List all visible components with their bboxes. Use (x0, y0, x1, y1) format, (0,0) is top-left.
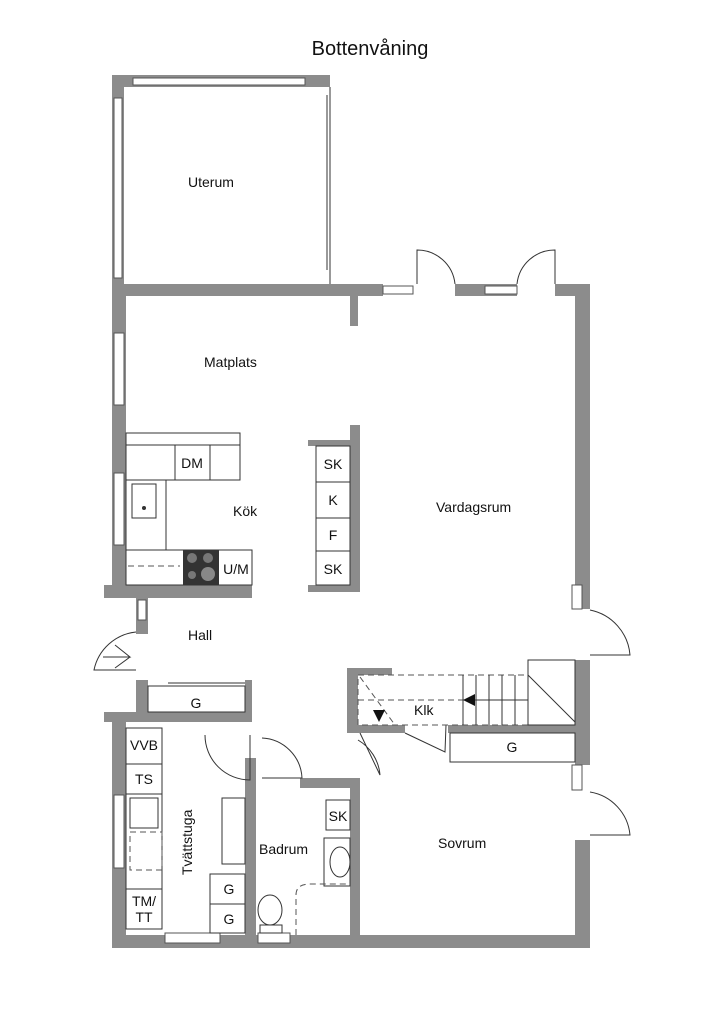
cabinet-label: SK (324, 456, 343, 472)
freezer-label: F (329, 527, 338, 543)
washer-dryer-label-2: TT (135, 909, 153, 925)
room-label-vardagsrum: Vardagsrum (436, 499, 511, 515)
sink-icon (131, 483, 157, 519)
room-label-matplats: Matplats (204, 354, 257, 370)
bathroom-cabinet-label: SK (329, 808, 348, 824)
staircase (357, 659, 576, 763)
windows (113, 77, 583, 944)
washer-dryer-label-1: TM/ (132, 893, 156, 909)
fridge-label: K (328, 492, 338, 508)
drying-cabinet-label: TS (135, 771, 153, 787)
room-label-hall: Hall (188, 627, 212, 643)
dishwasher-label: DM (181, 455, 203, 471)
wardrobe-label: G (224, 911, 235, 927)
wardrobe-label: G (507, 739, 518, 755)
doors (93, 249, 631, 836)
wardrobe-label: G (191, 695, 202, 711)
room-label-kok: Kök (233, 503, 258, 519)
wardrobe-label: G (224, 881, 235, 897)
room-label-klk: Klk (414, 702, 434, 718)
oven-microwave-label: U/M (223, 561, 249, 577)
cabinet-label: SK (324, 561, 343, 577)
water-heater-label: VVB (130, 737, 158, 753)
kitchen-counters (125, 432, 351, 586)
floor-plan-title: Bottenvåning (311, 38, 429, 60)
room-label-badrum: Badrum (259, 841, 308, 857)
room-label-uterum: Uterum (188, 174, 234, 190)
laundry-fixtures (125, 727, 351, 935)
room-label-tvattstuga: Tvättstuga (179, 809, 195, 875)
room-label-sovrum: Sovrum (438, 835, 486, 851)
